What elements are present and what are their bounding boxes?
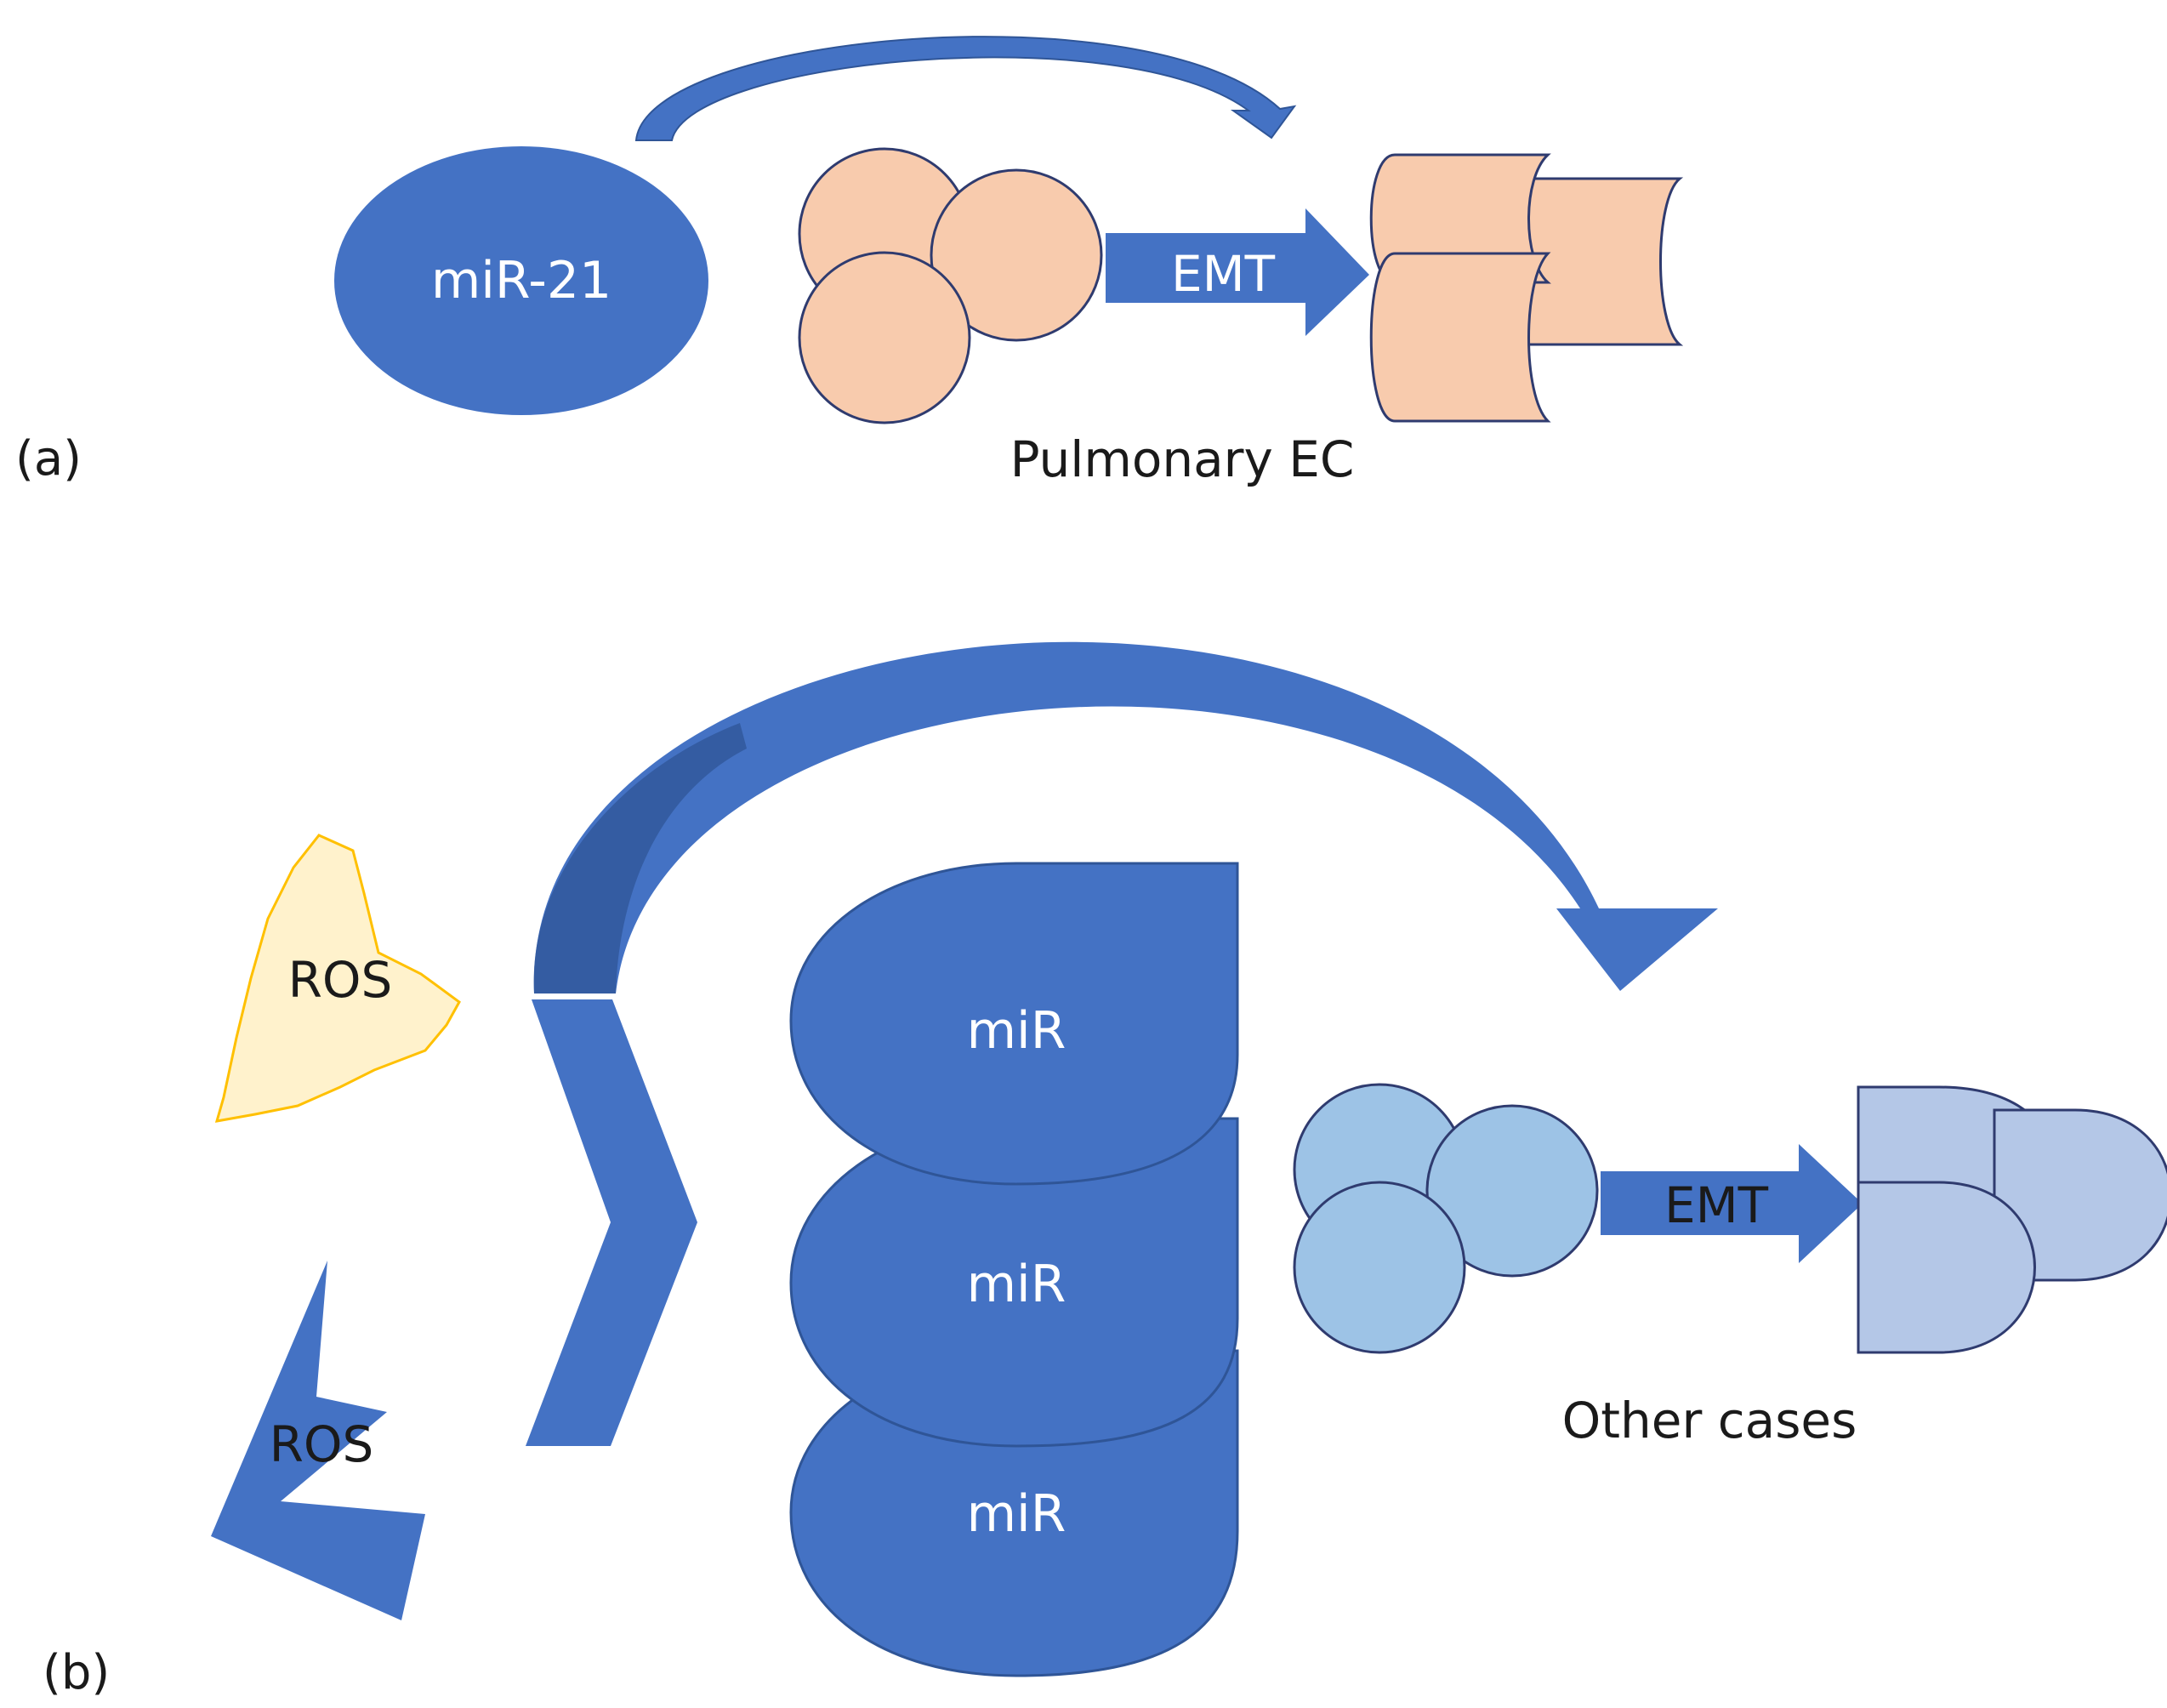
round-cell <box>1293 1181 1466 1354</box>
mir-shape-1 <box>789 862 1239 1186</box>
receptor-chevron <box>526 999 697 1446</box>
ros-label-top: ROS <box>288 951 393 1009</box>
ros-shape-bottom <box>211 1261 425 1620</box>
panel-b-curved-arrow <box>533 641 1718 993</box>
panel-a-label: (a) <box>15 431 82 487</box>
mir21-label: miR-21 <box>431 251 611 310</box>
panel-a-caption: Pulmonary EC <box>1010 430 1355 488</box>
panel-b-label: (b) <box>43 1645 110 1700</box>
mir-label-2: miR <box>967 1255 1066 1314</box>
mir21-ellipse <box>334 146 708 415</box>
round-cell <box>1425 1104 1599 1278</box>
mir-stack: miR miR miR <box>789 862 1239 1677</box>
panel-a-elongated-cells <box>1369 153 1684 423</box>
round-cell <box>798 251 971 424</box>
d-cell <box>1993 1108 2167 1282</box>
panel-b-emt-arrow <box>1601 1144 1863 1263</box>
panel-a-round-cells <box>798 147 1103 424</box>
ros-label-bottom: ROS <box>270 1415 374 1473</box>
d-cell <box>1857 1181 2036 1354</box>
ros-shape-top <box>214 834 461 1123</box>
panel-b-d-cells <box>1857 1085 2167 1354</box>
panel-a-curved-arrow <box>634 36 1297 141</box>
panel-a-emt-label: EMT <box>1171 245 1276 303</box>
panel-b-curved-arrow-shade <box>533 723 747 993</box>
elongated-cell <box>1369 252 1551 423</box>
panel-b-emt-label: EMT <box>1664 1176 1769 1234</box>
panel-b-round-cells <box>1293 1083 1599 1354</box>
panel-a: miR-21 EMT Pulmonary EC (a) <box>15 36 1684 488</box>
panel-b: ROS ROS miR miR miR EMT <box>43 641 2167 1700</box>
round-cell <box>930 168 1103 342</box>
mir-shape-2 <box>789 1117 1239 1448</box>
mir-label-3: miR <box>967 1484 1066 1544</box>
mir-label-1: miR <box>967 1001 1066 1061</box>
panel-b-caption: Other cases <box>1562 1392 1857 1449</box>
panel-a-emt-arrow <box>1106 208 1369 336</box>
